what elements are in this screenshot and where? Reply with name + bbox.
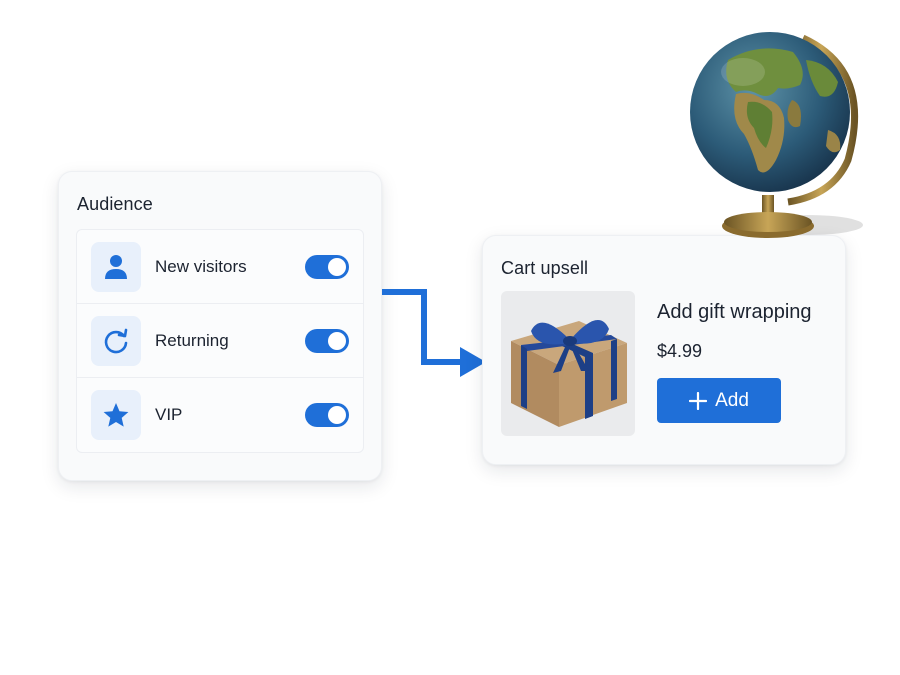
flow-arrow-icon (382, 289, 486, 377)
new-visitors-toggle[interactable] (305, 255, 349, 279)
upsell-title: Cart upsell (501, 258, 589, 278)
returning-toggle[interactable] (305, 329, 349, 353)
list-item-new-visitors: New visitors (77, 230, 363, 304)
globe-icon (690, 32, 863, 238)
audience-list: New visitors Returning VIP (76, 229, 364, 453)
cart-upsell-card: Cart upsell Add gift wrapping $4.99 A (482, 235, 846, 465)
gift-box-image (501, 291, 635, 436)
add-button[interactable]: Add (657, 378, 781, 423)
list-item-label: VIP (155, 405, 183, 424)
vip-toggle[interactable] (305, 403, 349, 427)
product-name: Add gift wrapping (657, 301, 812, 323)
list-item-label: New visitors (155, 257, 247, 276)
user-icon (91, 242, 141, 292)
list-item-returning: Returning (77, 304, 363, 378)
audience-card: Audience New visitors Returning (58, 171, 382, 481)
list-item-vip: VIP (77, 378, 363, 452)
audience-title: Audience (77, 194, 153, 214)
star-icon (91, 390, 141, 440)
product-price: $4.99 (657, 341, 703, 361)
list-item-label: Returning (155, 331, 229, 350)
refresh-icon (91, 316, 141, 366)
plus-icon (689, 391, 708, 410)
add-button-label: Add (715, 389, 749, 411)
